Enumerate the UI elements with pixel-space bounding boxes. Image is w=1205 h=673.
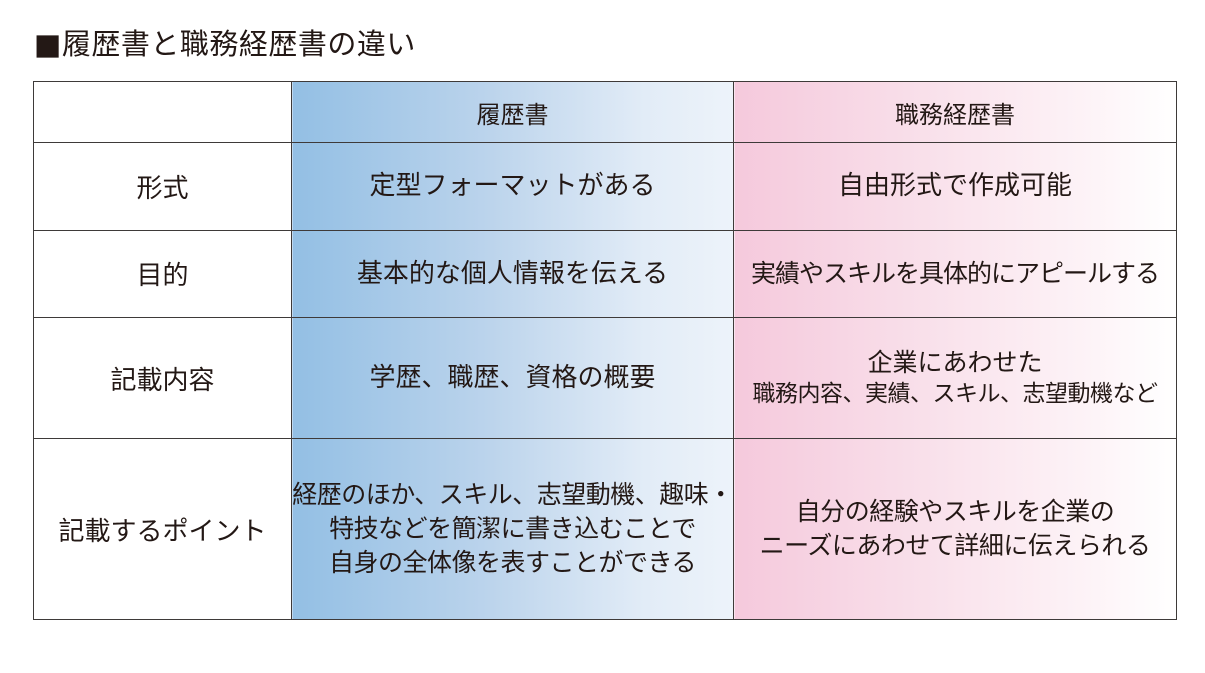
row-label-points: 記載するポイント [33, 438, 292, 620]
resume-format-cell: 定型フォーマットがある [291, 142, 734, 231]
career-purpose-cell: 実績やスキルを具体的にアピールする [733, 229, 1177, 318]
career-points-line: ニーズにあわせて詳細に伝えられる [759, 531, 1151, 561]
header-corner-cell [33, 80, 292, 144]
career-points-cell: 自分の経験やスキルを企業の ニーズにあわせて詳細に伝えられる [733, 438, 1177, 620]
header-career: 職務経歴書 [733, 80, 1177, 144]
table-row: 記載内容 学歴、職歴、資格の概要 企業にあわせた 職務内容、実績、スキル、志望動… [33, 316, 1177, 440]
table-row: 目的 基本的な個人情報を伝える 実績やスキルを具体的にアピールする [33, 229, 1177, 318]
row-label-purpose: 目的 [33, 229, 292, 318]
header-resume: 履歴書 [291, 80, 734, 144]
career-content-cell: 企業にあわせた 職務内容、実績、スキル、志望動機など [733, 316, 1177, 440]
resume-points-line: 特技などを簡潔に書き込むことで [329, 514, 696, 544]
page-title: ■履歴書と職務経歴書の違い [34, 27, 416, 61]
table-row: 形式 定型フォーマットがある 自由形式で作成可能 [33, 142, 1177, 231]
career-content-line: 職務内容、実績、スキル、志望動機など [752, 380, 1159, 407]
career-content-line: 企業にあわせた [867, 347, 1043, 377]
comparison-table: 履歴書 職務経歴書 形式 定型フォーマットがある 自由形式で作成可能 目的 基本… [33, 80, 1177, 620]
resume-points-line: 経歴のほか、スキル、志望動機、趣味・ [292, 480, 733, 510]
table-header-row: 履歴書 職務経歴書 [33, 80, 1177, 144]
row-label-content: 記載内容 [33, 316, 292, 440]
resume-content-cell: 学歴、職歴、資格の概要 [291, 316, 734, 440]
resume-points-cell: 経歴のほか、スキル、志望動機、趣味・ 特技などを簡潔に書き込むことで 自身の全体… [291, 438, 734, 620]
row-label-format: 形式 [33, 142, 292, 231]
table-row: 記載するポイント 経歴のほか、スキル、志望動機、趣味・ 特技などを簡潔に書き込む… [33, 438, 1177, 620]
resume-purpose-cell: 基本的な個人情報を伝える [291, 229, 734, 318]
resume-points-line: 自身の全体像を表すことができる [328, 548, 697, 578]
career-points-line: 自分の経験やスキルを企業の [795, 497, 1115, 527]
career-format-cell: 自由形式で作成可能 [733, 142, 1177, 231]
